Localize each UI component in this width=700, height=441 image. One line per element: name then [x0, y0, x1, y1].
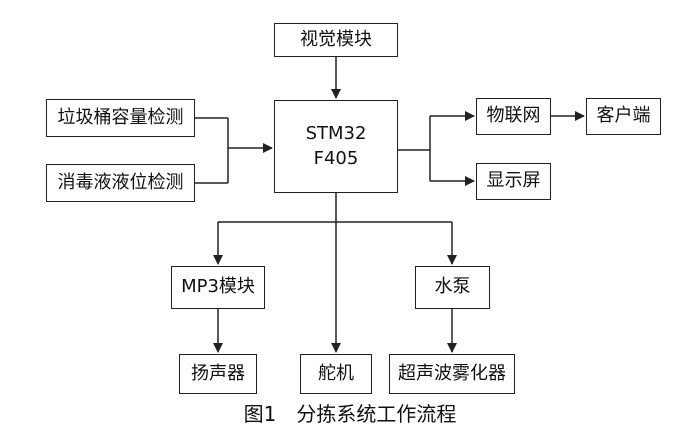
node-speaker: 扬声器: [179, 354, 257, 394]
node-display: 显示屏: [476, 163, 551, 200]
node-mp3-module: MP3模块: [171, 266, 265, 309]
node-water-pump: 水泵: [415, 266, 490, 309]
node-iot: 物联网: [476, 98, 551, 135]
node-client: 客户端: [586, 98, 661, 135]
node-ultrasonic-atomizer: 超声波雾化器: [389, 354, 515, 394]
node-servo: 舵机: [300, 354, 372, 394]
figure-caption: 图1 分拣系统工作流程: [243, 402, 457, 426]
node-bin-capacity-detection: 垃圾桶容量检测: [46, 99, 195, 137]
node-mcu-stm32: STM32 F405: [274, 100, 398, 193]
node-disinfectant-level-detection: 消毒液液位检测: [46, 164, 195, 202]
node-vision-module: 视觉模块: [274, 23, 398, 57]
